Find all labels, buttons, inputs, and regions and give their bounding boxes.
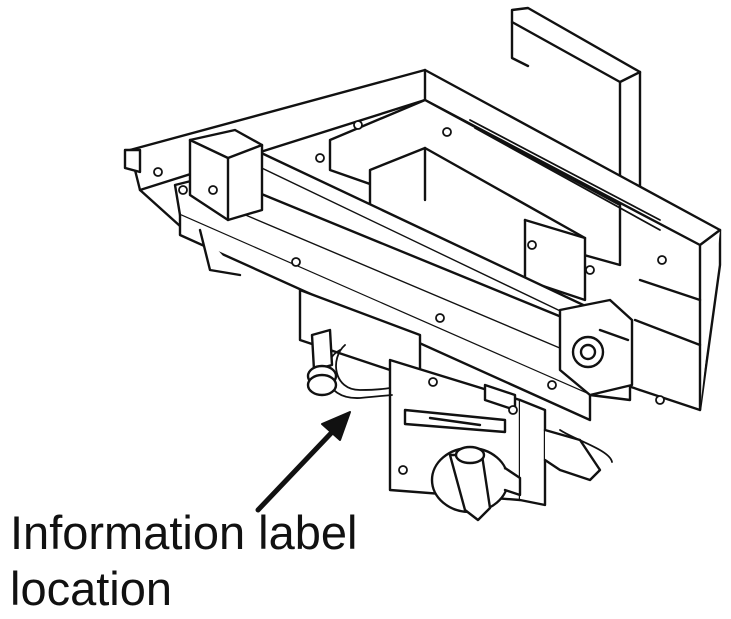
front-rail xyxy=(173,173,632,422)
right-end-bracket xyxy=(558,298,634,397)
fitting xyxy=(306,328,338,397)
callout-line-2: location xyxy=(10,562,172,615)
callout-line-1: Information label xyxy=(10,506,358,559)
callout-arrow xyxy=(255,411,351,513)
screw-holes xyxy=(153,120,667,475)
callout-label: Information label location xyxy=(10,505,430,617)
left-end-bracket xyxy=(188,128,264,222)
knob xyxy=(430,445,522,522)
